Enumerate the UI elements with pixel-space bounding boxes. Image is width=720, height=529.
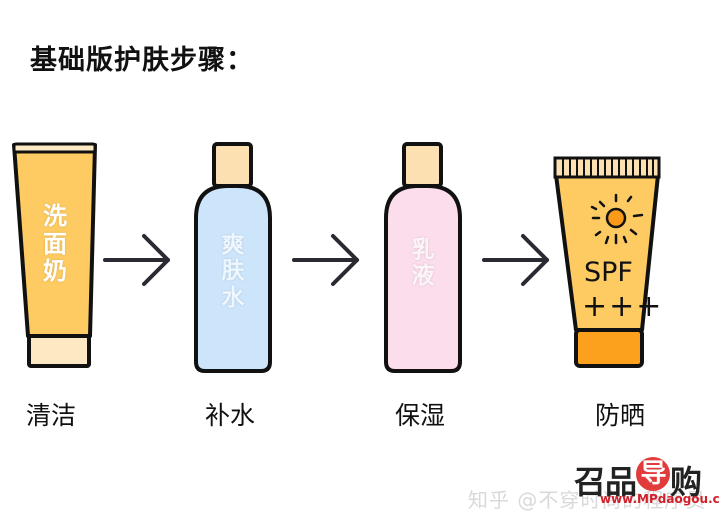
lotion-label: 乳 液 [405,237,441,290]
label-char: 乳 [411,237,435,263]
toner-label: 爽 肤 水 [215,232,251,311]
logo-text: 购 [670,463,702,501]
page-title: 基础版护肤步骤： [30,45,254,76]
label-char: 面 [43,229,67,258]
zhihu-watermark: 知乎 @不穿时尚的程序员 [468,488,707,512]
label-char: 爽 [221,232,245,258]
label-char: 奶 [43,257,67,286]
label-char: 洗 [43,202,67,230]
arrow-right-icon [102,232,172,292]
step-label-hydrate: 补水 [205,401,256,430]
sunscreen-tube-icon: SPF +++ [552,155,664,373]
arrow-right-icon [481,232,551,292]
arrow-right-icon [291,232,361,292]
step-label-cleanse: 清洁 [26,401,77,430]
logo-url: www.MPdaogou.com [600,492,720,506]
logo-text: 品 [605,463,637,501]
label-char: 肤 [221,258,245,285]
mpdaogou-logo: 召品导购 [574,457,702,503]
spf-label: SPF [584,257,633,288]
toner-bottle-icon: 爽 肤 水 [193,142,273,374]
logo-text: 召 [574,463,606,501]
sun-icon [590,193,644,245]
label-char: 水 [221,284,245,311]
step-label-sunscreen: 防晒 [595,401,646,430]
step-label-moisturize: 保湿 [395,401,446,430]
lotion-bottle-icon: 乳 液 [383,142,463,374]
cleanser-tube-icon: 洗 面 奶 [10,140,100,370]
logo-circle-icon: 导 [636,457,671,491]
spf-plus-label: +++ [582,289,664,324]
cleanser-label: 洗 面 奶 [38,202,72,286]
label-char: 液 [411,263,435,290]
